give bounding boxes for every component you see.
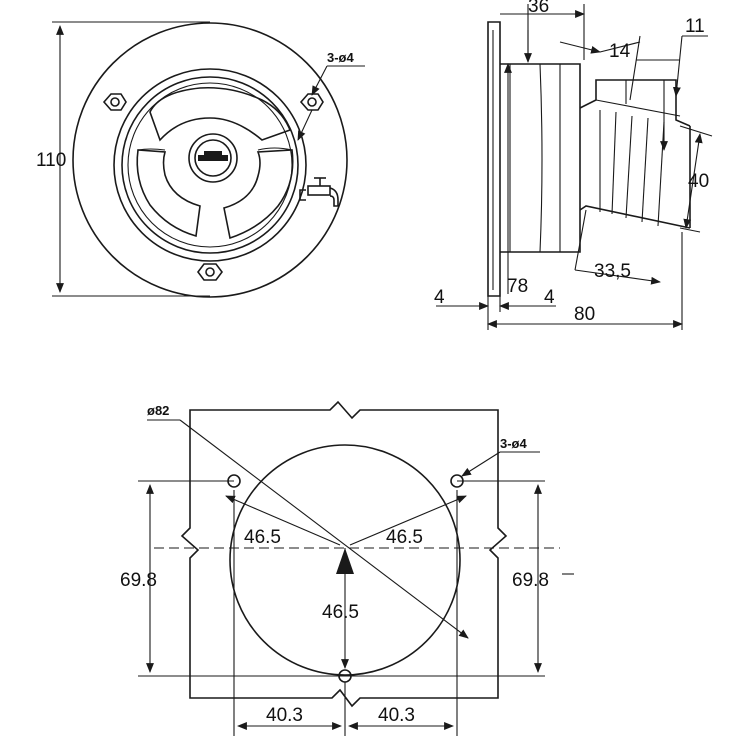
screw-hole-right — [299, 93, 324, 111]
leader-line — [297, 109, 313, 141]
diameter-label: ø82 — [147, 403, 169, 418]
dim-69-8-right-label: 69.8 — [512, 570, 549, 591]
dim-46-5-center-label: 46.5 — [322, 602, 359, 623]
dim-40-3-left-label: 40.3 — [266, 705, 303, 726]
holes-label-cutout: 3-ø4 — [500, 436, 528, 451]
dim-14-label: 14 — [609, 41, 631, 62]
dim-33-5-label: 33,5 — [594, 261, 631, 282]
spout-rib — [611, 111, 617, 215]
dim-80-label: 80 — [574, 304, 595, 325]
cutout-circle — [229, 444, 461, 676]
spout-ridge — [595, 99, 681, 117]
lock-outer — [188, 133, 238, 183]
dim-78-label: 78 — [507, 276, 528, 297]
body-curve — [539, 63, 543, 253]
inner-ring-inner — [121, 76, 299, 254]
dimension-line-40 — [683, 133, 703, 229]
dim-46-5-right-label: 46.5 — [386, 527, 423, 548]
dim-4-right-label: 4 — [544, 287, 555, 308]
dimension-line-14b — [599, 41, 641, 53]
side-view: 36 14 11 40 33,5 78 4 4 80 — [434, 0, 713, 330]
holes-label-front: 3-ø4 — [327, 50, 355, 65]
extension-line — [679, 227, 701, 233]
outer-flange-circle — [72, 22, 348, 298]
cap-lobe-left — [136, 149, 201, 238]
front-view: 110 3-ø4 — [36, 21, 365, 298]
flange-body — [487, 21, 501, 297]
dim-40-label: 40 — [688, 171, 709, 192]
inner-ring-outer — [113, 68, 307, 262]
leader-line — [461, 451, 501, 477]
dim-4-left-label: 4 — [434, 287, 445, 308]
dim-40-3-right-label: 40.3 — [378, 705, 415, 726]
cap-lobe-right — [223, 149, 294, 240]
panel-outline — [180, 400, 508, 708]
key-slot-top — [204, 151, 222, 155]
dimension-line-33-5 — [574, 269, 661, 285]
dim-69-8-left-label: 69.8 — [120, 570, 157, 591]
diameter-line — [179, 419, 469, 639]
spout-rib — [641, 117, 649, 223]
cap-seam — [137, 148, 166, 151]
key-slot — [198, 155, 228, 161]
dimension-line-14 — [559, 41, 601, 54]
spout-top — [579, 79, 691, 127]
radius-line-right — [349, 495, 467, 546]
water-tap-icon — [299, 177, 339, 207]
extension-line — [679, 125, 713, 137]
screw-hole-bottom — [197, 263, 223, 281]
screw-hole-left — [102, 93, 127, 111]
spout-bottom — [579, 205, 691, 229]
dimension-line-11 — [672, 35, 683, 97]
dim-36-label: 36 — [528, 0, 549, 17]
cap-lobe-top — [149, 86, 292, 142]
spout-rib — [657, 121, 665, 227]
cap-seam — [257, 147, 293, 151]
lock-inner — [194, 139, 232, 177]
leader-line — [311, 65, 328, 96]
dim-46-5-left-label: 46.5 — [244, 527, 281, 548]
cutout-view: ø82 3-ø4 46.5 46.5 46.5 69.8 69.8 40. — [120, 400, 574, 736]
spout-rib — [625, 115, 633, 219]
extension-line — [574, 209, 587, 271]
dim-110-label: 110 — [36, 150, 66, 171]
center-arrowhead — [336, 548, 354, 574]
radius-line-left — [225, 495, 341, 546]
dim-11-label: 11 — [685, 16, 705, 37]
body-outline — [500, 63, 581, 253]
extension-line — [629, 35, 641, 101]
